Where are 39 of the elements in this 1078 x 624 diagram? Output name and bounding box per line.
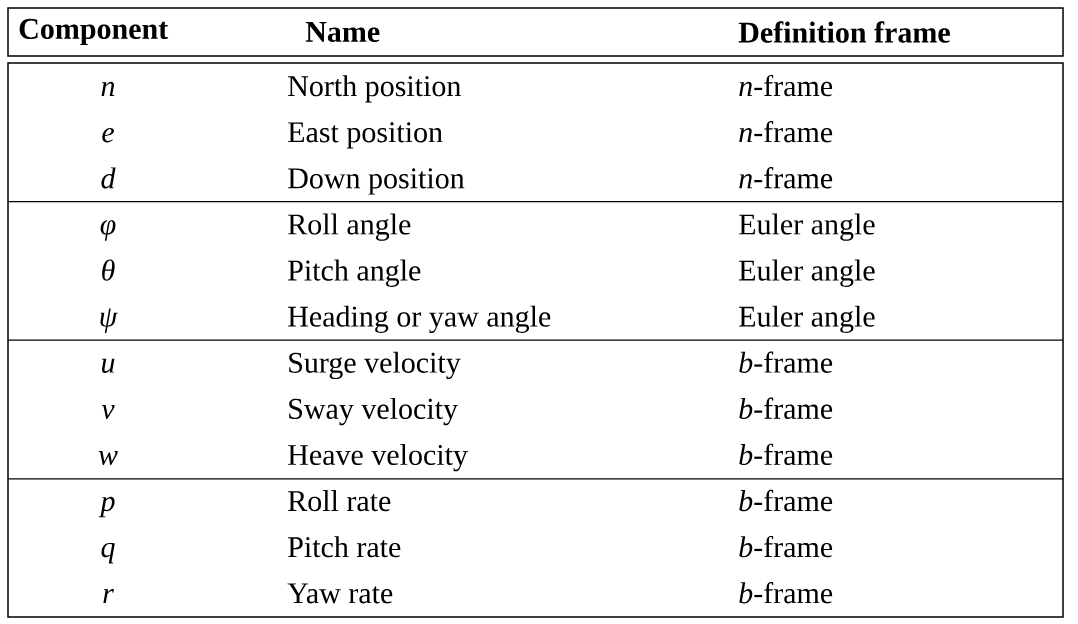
table-cell: East position xyxy=(288,122,443,149)
table-cell: Pitch rate xyxy=(288,536,401,558)
table-cell: Pitch angle xyxy=(288,259,421,287)
column-header: Name xyxy=(305,22,380,42)
table-cell: North position xyxy=(288,75,461,103)
table-cell: n xyxy=(101,81,115,96)
table-cell: φ xyxy=(100,220,116,241)
table-cell: Yaw rate xyxy=(287,583,393,604)
table-cell: n-frame xyxy=(739,167,833,189)
table-cell: u xyxy=(102,358,115,373)
table-cell: ψ xyxy=(100,308,118,333)
table-cell: v xyxy=(101,404,115,419)
table-cell: Euler angle xyxy=(739,213,875,241)
table-cell: n-frame xyxy=(739,121,833,143)
table-cell: w xyxy=(98,451,118,466)
table-cell: Heave velocity xyxy=(288,444,468,472)
table-cell: Roll angle xyxy=(288,213,411,241)
table-cell: b-frame xyxy=(739,351,833,373)
table-cell: b-frame xyxy=(739,397,833,419)
table-cell: Euler angle xyxy=(739,259,875,287)
table-cell: Sway velocity xyxy=(289,397,458,426)
table-cell: e xyxy=(102,127,114,143)
column-header: Component xyxy=(19,18,169,46)
table-cell: Heading or yaw angle xyxy=(288,305,551,333)
table-cell: Euler angle xyxy=(739,305,875,333)
table-cell: b-frame xyxy=(739,443,833,466)
table-cell: Down position xyxy=(288,168,465,195)
table-cell: θ xyxy=(102,259,115,281)
table-cell: n-frame xyxy=(739,74,833,97)
table-cell: Roll rate xyxy=(288,490,391,512)
table-cell: p xyxy=(98,496,115,518)
table-cell: b-frame xyxy=(739,535,833,558)
table-cell: q xyxy=(101,542,115,564)
table-cell: b-frame xyxy=(739,582,833,604)
table-cell: d xyxy=(101,167,116,189)
table-cell: Surge velocity xyxy=(289,351,461,380)
table-cell: r xyxy=(103,589,114,604)
table-cell: b-frame xyxy=(739,489,833,512)
column-header: Definition frame xyxy=(738,21,950,43)
